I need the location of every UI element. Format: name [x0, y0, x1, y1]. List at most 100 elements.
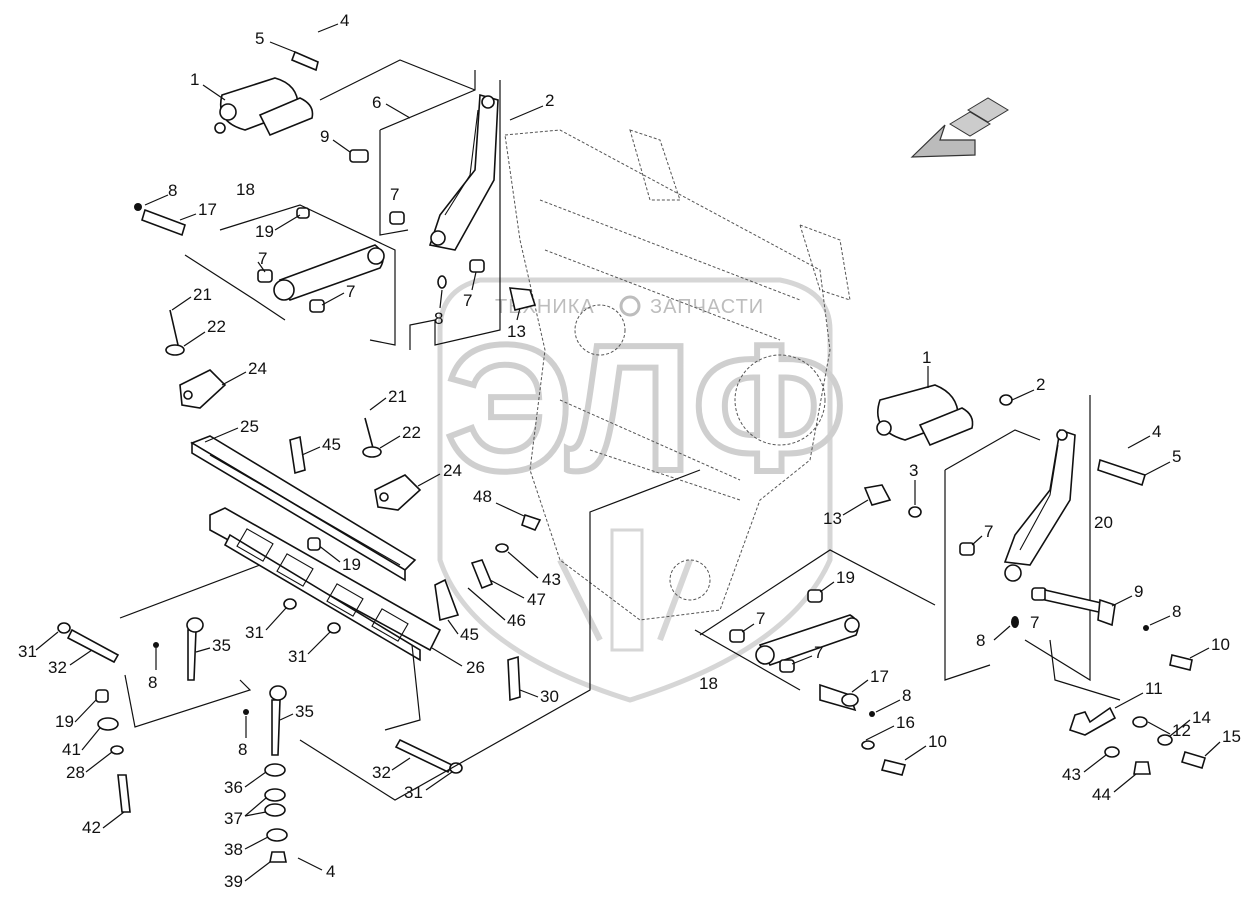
callout-8c: 8 — [148, 673, 157, 692]
callout-26: 26 — [466, 658, 485, 677]
callout-17b: 17 — [870, 667, 889, 686]
callout-8d: 8 — [238, 740, 247, 759]
cylinder-left — [214, 77, 314, 137]
machine-frame — [504, 129, 851, 621]
pin-32-left — [57, 622, 120, 664]
callout-7g: 7 — [756, 609, 765, 628]
callout-20: 20 — [1094, 513, 1113, 532]
frame-outline-18-right — [694, 549, 936, 691]
callout-47: 47 — [527, 590, 546, 609]
callout-9b: 9 — [1134, 582, 1143, 601]
callout-1: 1 — [190, 70, 199, 89]
callout-43a: 43 — [542, 570, 561, 589]
callout-21a: 21 — [193, 285, 212, 304]
callout-28: 28 — [66, 763, 85, 782]
callout-38: 38 — [224, 840, 243, 859]
callout-41: 41 — [62, 740, 81, 759]
callout-8f: 8 — [976, 631, 985, 650]
plate-47 — [470, 559, 494, 590]
pin-5-right — [1097, 458, 1146, 487]
callout-48: 48 — [473, 487, 492, 506]
callout-37: 37 — [224, 809, 243, 828]
lever-arm-right — [1003, 428, 1076, 582]
callout-35a: 35 — [212, 636, 231, 655]
pin-9-right — [1044, 588, 1116, 627]
pin-upper-left — [290, 50, 319, 72]
leader-11 — [1049, 639, 1121, 701]
callout-42: 42 — [82, 818, 101, 837]
bracket-11 — [1068, 706, 1206, 775]
rod-35-center — [269, 685, 287, 756]
callout-24a: 24 — [248, 359, 267, 378]
callout-7c: 7 — [346, 282, 355, 301]
frame-outline-18 — [184, 204, 396, 346]
watermark: ЭЛФ ТЕХНИКА ЗАПЧАСТИ — [437, 277, 849, 703]
callout-36: 36 — [224, 778, 243, 797]
frame-outline-20 — [944, 395, 1091, 682]
washer-stack-19-42 — [95, 689, 131, 813]
callout-7d: 7 — [463, 291, 472, 310]
callout-7h: 7 — [814, 643, 823, 662]
callout-12: 12 — [1172, 721, 1191, 740]
callout-31c: 31 — [288, 647, 307, 666]
rod-35-left — [186, 617, 204, 681]
callout-19a: 19 — [255, 222, 274, 241]
callout-13a: 13 — [507, 322, 526, 341]
pin-17-right — [819, 683, 859, 712]
watermark-text-right: ЗАПЧАСТИ — [650, 296, 764, 318]
callout-8b: 8 — [434, 309, 443, 328]
callout-10a: 10 — [1211, 635, 1230, 654]
bracket-24-left — [165, 309, 227, 409]
callout-17a: 17 — [198, 200, 217, 219]
washer-stack-36-39 — [264, 763, 288, 863]
callout-21b: 21 — [388, 387, 407, 406]
small-bushings-right — [729, 394, 1047, 673]
link-bar-18-right — [755, 614, 860, 666]
pin-17-left — [134, 203, 186, 237]
gear-icon — [619, 295, 641, 317]
frame-outline-lower — [119, 469, 701, 801]
callout-1b: 1 — [922, 348, 931, 367]
callout-22a: 22 — [207, 317, 226, 336]
callout-7f: 7 — [1030, 613, 1039, 632]
callout-24b: 24 — [443, 461, 462, 480]
plate-45-upper — [289, 435, 306, 475]
callout-14: 14 — [1192, 708, 1211, 727]
cylinder-right — [876, 384, 974, 447]
link-bar-18-left — [273, 244, 385, 301]
callout-9: 9 — [320, 127, 329, 146]
direction-arrow — [910, 97, 1009, 158]
callout-16: 16 — [896, 713, 915, 732]
callout-8e: 8 — [1172, 602, 1181, 621]
callout-32b: 32 — [372, 763, 391, 782]
callout-18b: 18 — [699, 674, 718, 693]
callout-31d: 31 — [404, 783, 423, 802]
callout-46: 46 — [507, 611, 526, 630]
callout-4c: 4 — [1152, 422, 1161, 441]
leader-cylinder — [319, 59, 476, 101]
callout-31b: 31 — [245, 623, 264, 642]
beam-25 — [190, 435, 417, 582]
callout-8a: 8 — [168, 181, 177, 200]
bolt-10-right — [1169, 654, 1193, 671]
bushing-19b — [307, 537, 321, 551]
callout-2: 2 — [545, 91, 554, 110]
callout-18a: 18 — [236, 180, 255, 199]
callout-32a: 32 — [48, 658, 67, 677]
watermark-text-left: ТЕХНИКА — [495, 296, 595, 318]
callout-35b: 35 — [295, 702, 314, 721]
lever-arm-left — [428, 93, 499, 251]
callout-45b: 45 — [460, 625, 479, 644]
callout-8g: 8 — [902, 686, 911, 705]
callout-19d: 19 — [836, 568, 855, 587]
callout-19b: 19 — [342, 555, 361, 574]
beam-26 — [209, 507, 442, 662]
watermark-letters: ЭЛФ — [445, 308, 846, 509]
callouts: 1 2 4 5 6 9 7 8 17 18 19 7 7 7 8 13 21 2… — [18, 11, 1241, 891]
bracket-24-center — [362, 417, 422, 511]
washer-31b — [283, 598, 297, 610]
plate-30 — [507, 655, 521, 702]
callout-7b: 7 — [258, 249, 267, 268]
callout-7e: 7 — [984, 522, 993, 541]
bolt-10-lower — [861, 740, 907, 776]
